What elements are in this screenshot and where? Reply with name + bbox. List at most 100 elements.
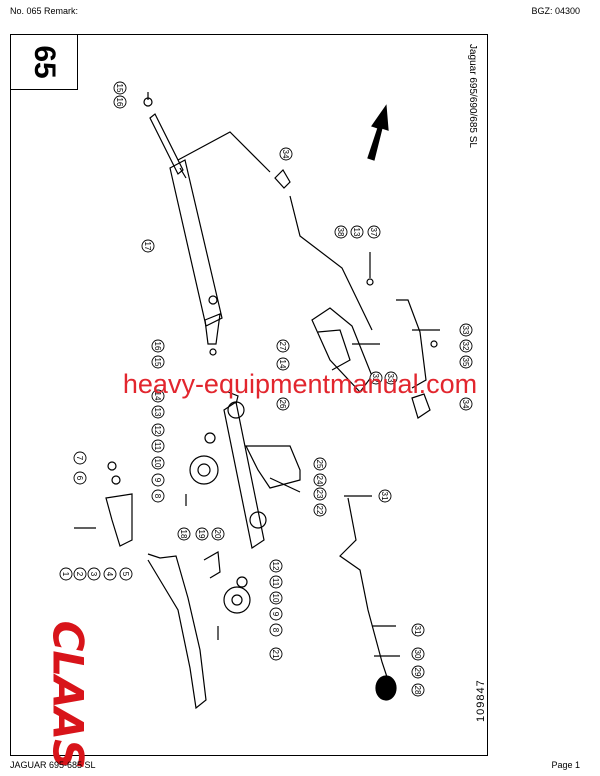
callout-30: [411, 647, 425, 661]
drawing-frame: [10, 34, 488, 756]
callout-15-mid: [151, 355, 165, 369]
callout-22: [313, 503, 327, 517]
callout-number: 14: [278, 360, 287, 369]
callout-1: [59, 567, 73, 581]
callout-number: 29: [413, 668, 422, 677]
fitting-34: [274, 169, 291, 189]
callout-number: 33: [461, 326, 470, 335]
gas-spring-cylinder: [143, 92, 223, 356]
callout-23: [313, 487, 327, 501]
callout-18: [177, 527, 191, 541]
callout-9-upper: [151, 473, 165, 487]
callout-14-mid: [276, 357, 290, 371]
callout-number: 15: [153, 358, 162, 367]
callout-number: 22: [315, 506, 324, 515]
callout-26: [276, 397, 290, 411]
callout-number: 28: [413, 686, 422, 695]
callout-7: [73, 451, 87, 465]
callout-number: 7: [75, 456, 84, 461]
callout-28: [411, 683, 425, 697]
callout-number: 3: [89, 572, 98, 577]
callout-38: [334, 225, 348, 239]
callout-number: 5: [121, 572, 130, 577]
callout-number: 2: [75, 572, 84, 577]
callout-number: 18: [179, 530, 188, 539]
lever-linkage: [339, 497, 389, 681]
rod-upper: [289, 195, 373, 331]
callout-35: [459, 355, 473, 369]
loop-rod: [396, 299, 427, 389]
callout-3: [87, 567, 101, 581]
callout-number: 15: [115, 84, 124, 93]
callout-number: 32: [371, 374, 380, 383]
callout-number: 12: [271, 562, 280, 571]
left-bracket: [105, 493, 133, 547]
callout-8-upper: [151, 489, 165, 503]
callout-8-lower: [269, 623, 283, 637]
callout-13-left: [151, 405, 165, 419]
callout-number: 26: [278, 400, 287, 409]
callout-33-mid: [384, 371, 398, 385]
callout-32-top: [459, 339, 473, 353]
callout-number: 4: [105, 572, 114, 577]
callout-number: 10: [153, 459, 162, 468]
callout-number: 38: [336, 228, 345, 237]
callout-6: [73, 471, 87, 485]
pivot-shaft: [223, 401, 265, 549]
callout-34-right: [459, 397, 473, 411]
callout-10-lower: [269, 591, 283, 605]
callout-number: 12: [153, 426, 162, 435]
callout-number: 9: [153, 478, 162, 483]
callout-number: 11: [153, 442, 162, 451]
callout-37: [367, 225, 381, 239]
fitting-right-34: [411, 393, 431, 419]
callout-number: 8: [271, 628, 280, 633]
knob: [375, 675, 397, 701]
callout-25: [313, 457, 327, 471]
mounting-bracket: [245, 445, 301, 489]
callout-15-top: [113, 81, 127, 95]
callout-number: 16: [153, 342, 162, 351]
callout-number: 32: [461, 342, 470, 351]
page-number-box: 65: [10, 34, 78, 90]
callout-29: [411, 665, 425, 679]
callout-number: 16: [115, 98, 124, 107]
callout-5: [119, 567, 133, 581]
callout-number: 17: [143, 242, 152, 251]
callout-number: 24: [315, 476, 324, 485]
callout-number: 21: [271, 650, 280, 659]
pulley-lower: [223, 586, 251, 614]
callout-number: 1: [61, 572, 70, 577]
callout-number: 33: [386, 374, 395, 383]
footer-page: Page 1: [551, 760, 580, 770]
callout-number: 19: [197, 530, 206, 539]
callout-number: 27: [278, 342, 287, 351]
cable-upper: [177, 131, 271, 173]
callout-number: 25: [315, 460, 324, 469]
footer-model: JAGUAR 695-685 SL: [10, 760, 96, 770]
callout-number: 20: [213, 530, 222, 539]
callout-number: 13: [153, 408, 162, 417]
direction-arrow: [367, 104, 389, 161]
callout-number: 11: [271, 578, 280, 587]
callout-11-lower: [269, 575, 283, 589]
callout-12-upper: [151, 423, 165, 437]
callout-24: [313, 473, 327, 487]
callout-9-lower: [269, 607, 283, 621]
callout-number: 34: [461, 400, 470, 409]
callout-14-left: [151, 389, 165, 403]
callout-number: 9: [271, 612, 280, 617]
watermark-text: heavy-equipmentmanual.com: [122, 369, 478, 399]
callout-number: 8: [153, 494, 162, 499]
callout-number: 14: [153, 392, 162, 401]
header-group-code: BGZ: 04300: [531, 6, 580, 16]
callout-2: [73, 567, 87, 581]
callout-16-top: [113, 95, 127, 109]
callout-number: 23: [315, 490, 324, 499]
callout-13-top: [350, 225, 364, 239]
callout-17: [141, 239, 155, 253]
callout-number: 35: [461, 358, 470, 367]
callout-32-mid: [369, 371, 383, 385]
pulley-upper: [189, 455, 219, 485]
